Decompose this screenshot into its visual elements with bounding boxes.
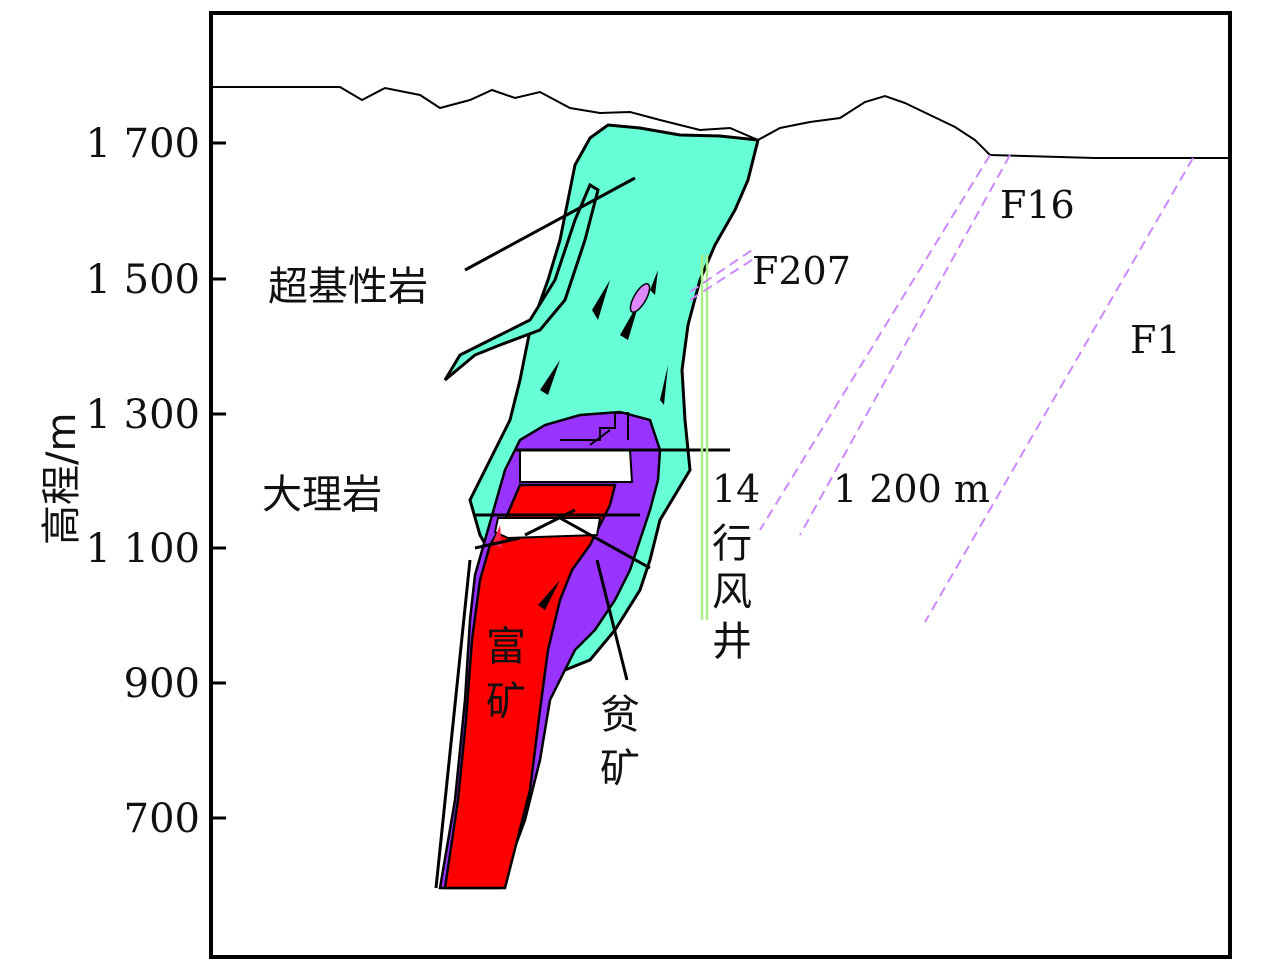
label-level-1200: 1 200 m bbox=[833, 467, 990, 511]
ventilation-shaft bbox=[700, 255, 709, 620]
mined-stope-upper bbox=[519, 449, 634, 483]
lens-3 bbox=[650, 270, 658, 295]
fault-f16-b bbox=[799, 154, 1011, 536]
tick-label-1500: 1 500 bbox=[85, 257, 200, 303]
mine-levels bbox=[474, 448, 730, 570]
ultramafic-apophysis bbox=[443, 182, 600, 382]
lens-1 bbox=[592, 280, 610, 320]
label-rich-ore-2: 矿 bbox=[486, 679, 526, 725]
label-shaft-2: 行 bbox=[712, 521, 752, 567]
tick-label-1100: 1 100 bbox=[85, 526, 200, 572]
label-fault-f1: F1 bbox=[1130, 318, 1181, 362]
label-shaft-4: 井 bbox=[712, 619, 752, 665]
plot-frame bbox=[209, 11, 1232, 959]
lens-4 bbox=[660, 365, 668, 405]
label-fault-f207: F207 bbox=[752, 249, 851, 293]
tick-label-700: 700 bbox=[124, 796, 200, 842]
label-lean-ore-2: 矿 bbox=[600, 746, 640, 792]
lens-6 bbox=[538, 580, 560, 610]
crosscut-3 bbox=[474, 536, 521, 550]
purple-lens bbox=[629, 283, 651, 313]
mined-stope-lower bbox=[493, 517, 602, 540]
lens-5 bbox=[540, 360, 560, 395]
label-shaft-number: 14 bbox=[712, 467, 760, 511]
fault-f1 bbox=[924, 157, 1194, 623]
label-marble: 大理岩 bbox=[262, 472, 382, 518]
fault-f207-b bbox=[689, 255, 759, 301]
leader-lean-ore bbox=[595, 559, 629, 681]
fault-f16-a bbox=[759, 154, 991, 531]
ground-surface bbox=[211, 86, 1230, 159]
tick-label-1300: 1 300 bbox=[85, 392, 200, 438]
label-fault-f16: F16 bbox=[1000, 183, 1075, 227]
label-shaft-3: 风 bbox=[712, 569, 752, 615]
leader-rich-ore-edge bbox=[434, 559, 472, 889]
stope-outline bbox=[560, 412, 629, 446]
tick-label-900: 900 bbox=[124, 661, 200, 707]
label-rich-ore-1: 富 bbox=[486, 624, 526, 670]
crosscut-2 bbox=[524, 508, 576, 537]
tick-label-1700: 1 700 bbox=[85, 121, 200, 167]
fault-f207-a bbox=[689, 247, 756, 293]
leader-ultramafic bbox=[464, 176, 636, 272]
leader-lines bbox=[434, 176, 636, 889]
label-ultramafic-rock: 超基性岩 bbox=[268, 264, 428, 310]
rich-ore-body bbox=[443, 483, 617, 890]
y-axis bbox=[211, 141, 226, 820]
crosscut-1 bbox=[559, 516, 651, 570]
label-lean-ore-1: 贫 bbox=[600, 692, 640, 738]
y-axis-label: 高程/m bbox=[39, 413, 85, 545]
faults bbox=[689, 154, 1194, 623]
